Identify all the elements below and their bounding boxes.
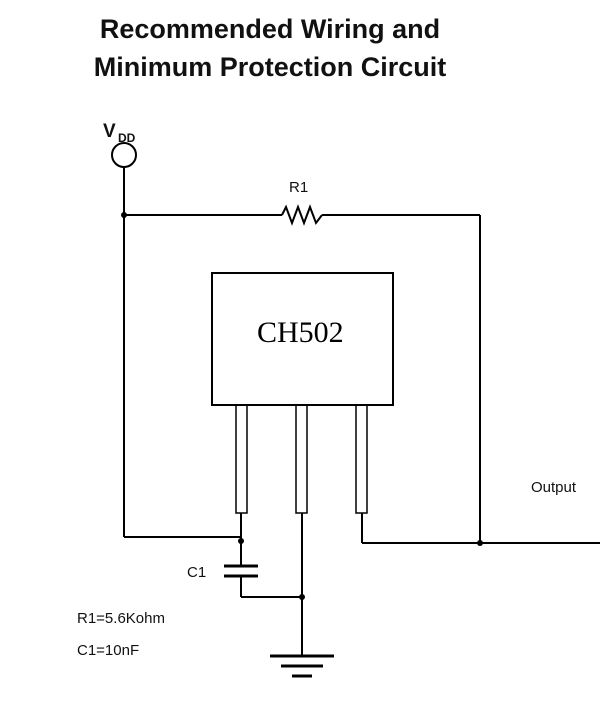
vdd-subscript: DD bbox=[118, 131, 136, 145]
title-line-2: Minimum Protection Circuit bbox=[93, 52, 447, 82]
r1-label: R1 bbox=[289, 179, 308, 196]
output-label: Output bbox=[531, 479, 577, 496]
junction-dot-output bbox=[477, 540, 483, 546]
chip-label: CH502 bbox=[257, 316, 344, 349]
r1-resistor-symbol bbox=[281, 204, 323, 226]
title-line-1: Recommended Wiring and bbox=[99, 14, 441, 44]
vdd-terminal bbox=[111, 142, 137, 168]
vdd-label: V bbox=[103, 121, 116, 142]
pin-3 bbox=[355, 404, 368, 514]
c1-value-text: C1=10nF bbox=[77, 642, 139, 659]
ground-icon bbox=[270, 654, 334, 678]
c1-label: C1 bbox=[187, 564, 206, 581]
r1-value-text: R1=5.6Kohm bbox=[77, 610, 165, 627]
pin-1 bbox=[235, 404, 248, 514]
pin-2 bbox=[295, 404, 308, 514]
